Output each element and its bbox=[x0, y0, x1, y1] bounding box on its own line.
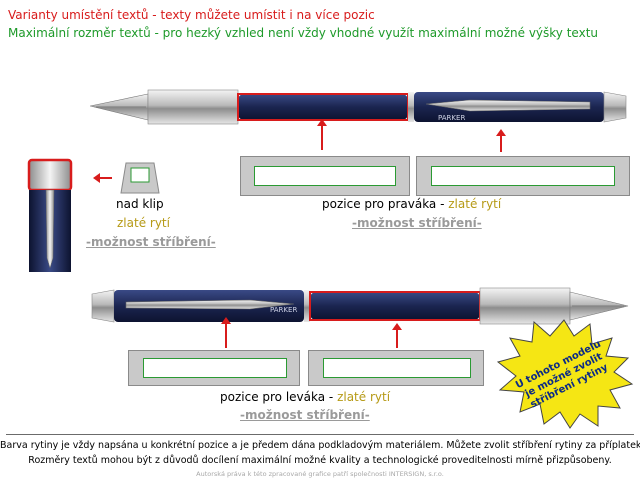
clip-engraving: zlaté rytí bbox=[117, 216, 170, 230]
header-line-1: Varianty umístění textů - texty můžete u… bbox=[8, 8, 375, 22]
left-hand-text-area-2 bbox=[323, 358, 471, 378]
right-hand-label: pozice pro praváka - zlaté rytí bbox=[322, 197, 502, 211]
clip-label: nad klip bbox=[116, 197, 164, 211]
starburst-text: U tohoto modelu je možné zvolit stříbřen… bbox=[513, 338, 610, 411]
arrow-head-right-hand-1 bbox=[317, 119, 327, 126]
header-line-2: Maximální rozměr textů - pro hezký vzhle… bbox=[8, 26, 599, 40]
left-hand-text-area-1 bbox=[143, 358, 287, 378]
footer-line-2: Rozměry textů mohou být z důvodů docílen… bbox=[28, 455, 612, 466]
footer-divider bbox=[6, 434, 634, 435]
right-hand-text-area-2 bbox=[431, 166, 615, 186]
clip-silver-option: -možnost stříbření- bbox=[86, 235, 216, 249]
arrow-head-clip bbox=[93, 173, 100, 183]
pen-bottom-image: PARKER bbox=[91, 287, 629, 325]
starburst-text-wrap: U tohoto modelu je možné zvolit stříbřen… bbox=[500, 339, 628, 411]
left-hand-position-box-2 bbox=[308, 350, 484, 386]
arrow-left-hand-2 bbox=[396, 328, 398, 348]
right-hand-text-area-1 bbox=[254, 166, 396, 186]
pen-bottom-brand: PARKER bbox=[270, 306, 297, 314]
cap-top-image bbox=[27, 158, 73, 272]
right-hand-silver-option: -možnost stříbření- bbox=[352, 216, 482, 230]
arrow-right-hand-1 bbox=[321, 124, 323, 150]
arrow-clip bbox=[98, 177, 112, 179]
right-hand-position-box-1 bbox=[240, 156, 410, 196]
arrow-left-hand-1 bbox=[225, 322, 227, 348]
footer-copyright: Autorská práva k této zpracované grafice… bbox=[196, 470, 444, 478]
left-hand-silver-option: -možnost stříbření- bbox=[240, 408, 370, 422]
right-hand-position-box-2 bbox=[416, 156, 630, 196]
arrow-head-left-hand-1 bbox=[221, 317, 231, 324]
arrow-head-left-hand-2 bbox=[392, 323, 402, 330]
left-hand-position-box-1 bbox=[128, 350, 300, 386]
arrow-head-right-hand-2 bbox=[496, 129, 506, 136]
footer-line-1: Barva rytiny je vždy napsána u konkrétní… bbox=[0, 440, 640, 451]
clip-position-box bbox=[120, 162, 160, 194]
starburst-badge bbox=[496, 319, 634, 429]
arrow-right-hand-2 bbox=[500, 134, 502, 152]
pen-top-brand: PARKER bbox=[438, 114, 465, 122]
left-hand-label: pozice pro leváka - zlaté rytí bbox=[220, 390, 391, 404]
pen-top-image: PARKER bbox=[90, 89, 627, 125]
